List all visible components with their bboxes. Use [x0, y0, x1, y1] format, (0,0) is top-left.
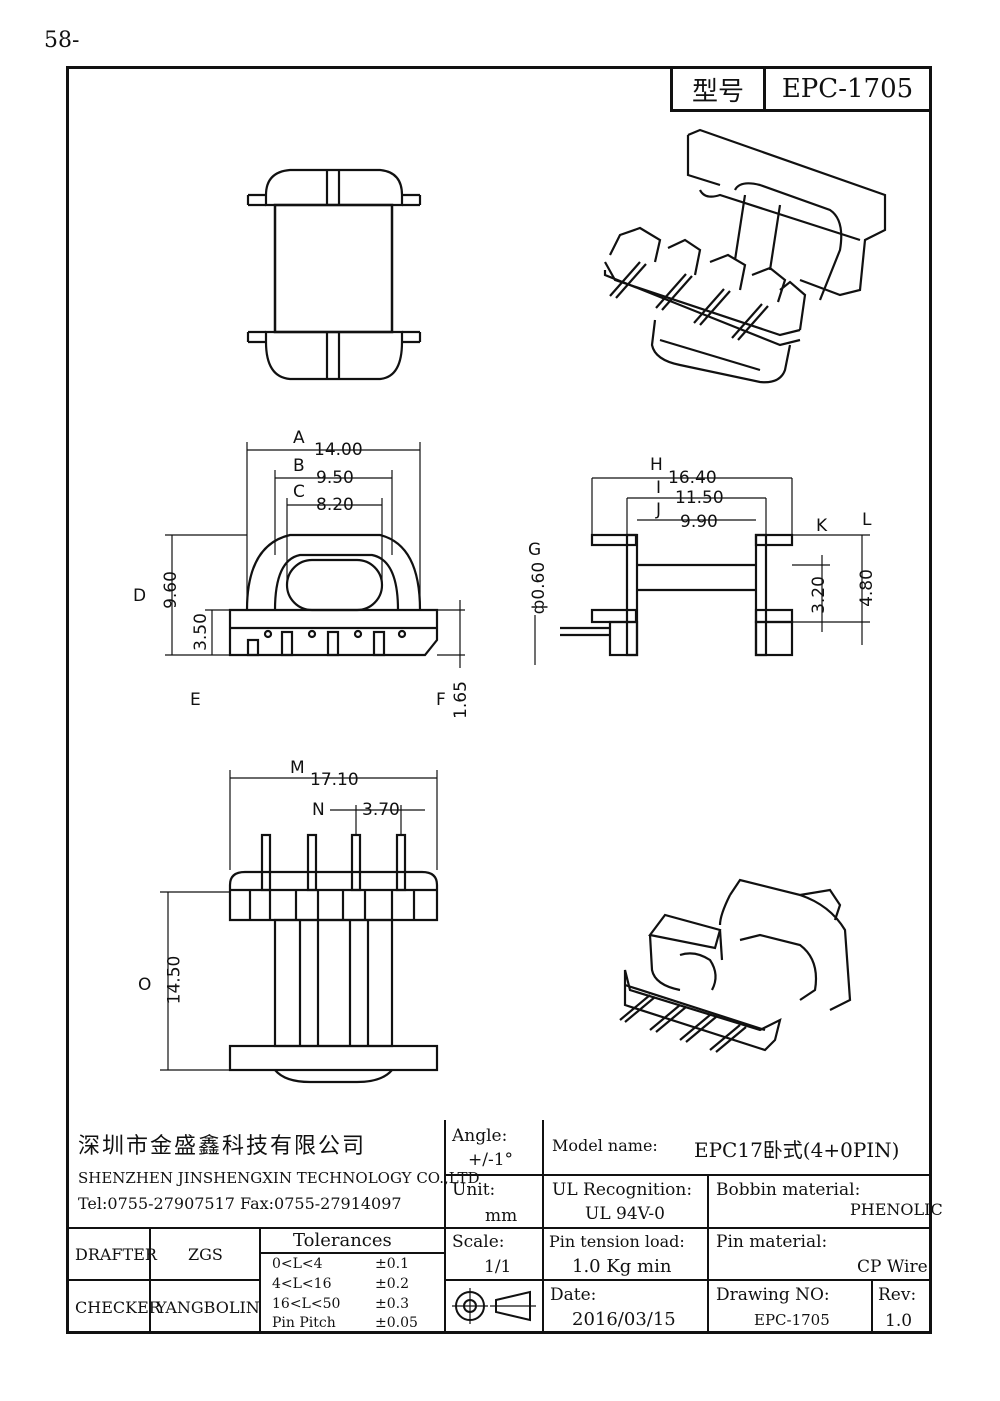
dim-a-circle: A	[293, 428, 305, 448]
top-view	[246, 168, 422, 381]
drafter-value: ZGS	[188, 1245, 223, 1264]
dim-g-value: ф0.60	[529, 561, 550, 615]
dim-m-circle: M	[290, 758, 305, 778]
unit-value: mm	[485, 1206, 518, 1226]
rev-value: 1.0	[885, 1311, 913, 1331]
dim-h-circle: H	[650, 455, 663, 475]
dim-h-value: 16.40	[668, 468, 717, 488]
bobbin-label: Bobbin material:	[716, 1180, 861, 1200]
company-contact: Tel:0755-27907517 Fax:0755-27914097	[78, 1194, 402, 1213]
scale-label: Scale:	[452, 1232, 505, 1252]
pin-material-label: Pin material:	[716, 1232, 828, 1252]
model-value: EPC-1705	[781, 74, 914, 104]
tolerance-range: 16<L<50	[272, 1296, 341, 1312]
rev-label: Rev:	[878, 1285, 917, 1305]
isometric-view-2	[619, 878, 852, 1053]
dim-n-circle: N	[312, 800, 325, 820]
page-number: 58-	[44, 28, 80, 53]
dim-g-circle: G	[528, 540, 542, 560]
dim-j-circle: J	[656, 500, 662, 520]
tolerance-value: ±0.1	[375, 1256, 409, 1272]
checker-value: YANGBOLIN	[156, 1298, 260, 1317]
dim-d-circle: D	[133, 586, 147, 606]
ul-value: UL 94V-0	[585, 1204, 665, 1224]
drawing-no-value: EPC-1705	[754, 1311, 830, 1329]
dim-c-circle: C	[293, 482, 305, 502]
ul-label: UL Recognition:	[552, 1180, 693, 1200]
tolerance-value: ±0.2	[375, 1276, 409, 1292]
dim-d-value: 9.60	[160, 571, 181, 609]
model-name-label: Model name:	[552, 1136, 658, 1155]
front-view	[165, 442, 465, 668]
tolerances-title: Tolerances	[293, 1230, 392, 1251]
model-name-value: EPC17卧式(4+0PIN)	[694, 1138, 900, 1162]
dim-j-value: 9.90	[680, 512, 718, 532]
dim-i-value: 11.50	[675, 488, 724, 508]
tolerance-range: 4<L<16	[272, 1276, 332, 1292]
company-cn: 深圳市金盛鑫科技有限公司	[78, 1134, 367, 1159]
dim-f-circle: F	[436, 690, 446, 710]
scale-value: 1/1	[484, 1257, 512, 1277]
dim-o-circle: O	[138, 975, 152, 995]
dim-a-value: 14.00	[314, 440, 363, 460]
angle-value: +/-1°	[468, 1150, 514, 1170]
dim-k-circle: K	[816, 516, 828, 536]
tolerance-range: Pin Pitch	[272, 1315, 336, 1331]
dim-i-circle: I	[656, 478, 662, 498]
side-view	[534, 477, 870, 665]
drawing-frame	[66, 66, 932, 1334]
model-header: 型号 EPC-1705	[670, 66, 932, 112]
dim-b-circle: B	[293, 456, 305, 476]
dim-b-value: 9.50	[316, 468, 354, 488]
bobbin-value: PHENOLIC	[850, 1200, 943, 1219]
dim-e-circle: E	[190, 690, 201, 710]
unit-label: Unit:	[452, 1180, 496, 1200]
date-value: 2016/03/15	[572, 1309, 676, 1330]
checker-label: CHECKER	[75, 1298, 161, 1317]
dim-l-circle: L	[862, 510, 872, 530]
dim-n-value: 3.70	[362, 800, 400, 820]
pin-tension-label: Pin tension load:	[549, 1232, 685, 1251]
model-key: 型号	[673, 69, 766, 109]
date-label: Date:	[550, 1285, 597, 1305]
pin-tension-value: 1.0 Kg min	[572, 1256, 672, 1277]
dim-c-value: 8.20	[316, 495, 354, 515]
bottom-view	[160, 770, 439, 1084]
dim-l-value: 4.80	[856, 569, 877, 607]
drawing-no-label: Drawing NO:	[716, 1285, 830, 1305]
angle-label: Angle:	[452, 1126, 508, 1146]
dim-m-value: 17.10	[310, 770, 359, 790]
tolerance-value: ±0.05	[375, 1315, 418, 1331]
company-en: SHENZHEN JINSHENGXIN TECHNOLOGY CO.,LTD	[78, 1169, 480, 1187]
tolerance-range: 0<L<4	[272, 1256, 323, 1272]
dim-f-value: 1.65	[450, 681, 471, 719]
drafter-label: DRAFTER	[75, 1245, 157, 1264]
dim-o-value: 14.50	[164, 955, 185, 1005]
pin-material-value: CP Wire	[857, 1257, 928, 1277]
tolerance-value: ±0.3	[375, 1296, 409, 1312]
title-block-grid	[66, 1120, 932, 1334]
dim-e-value: 3.50	[190, 613, 211, 651]
dim-k-value: 3.20	[808, 576, 829, 614]
isometric-view-1	[603, 128, 887, 384]
